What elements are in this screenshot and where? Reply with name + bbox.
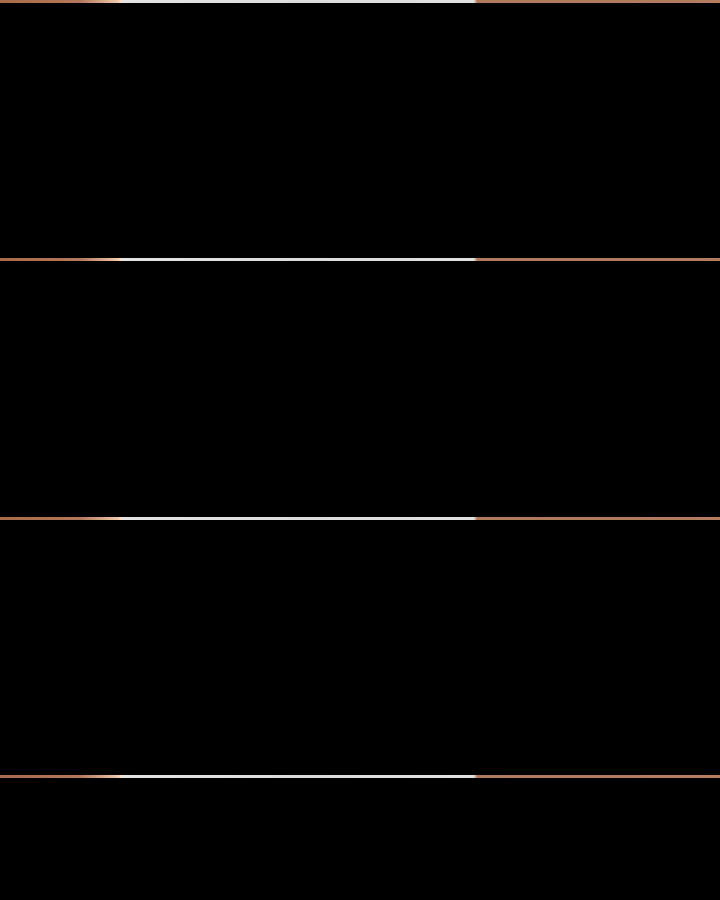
divider-line — [0, 775, 720, 778]
divider-line — [0, 0, 720, 3]
divider-line — [0, 258, 720, 261]
divider-line — [0, 517, 720, 520]
